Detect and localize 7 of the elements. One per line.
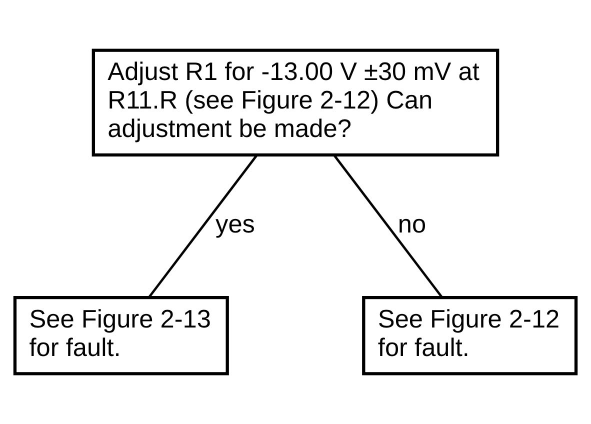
edge-label: yes bbox=[216, 210, 255, 238]
node-box: See Figure 2-12 for fault. bbox=[362, 296, 578, 376]
edge-label: no bbox=[398, 210, 426, 238]
node-box: Adjust R1 for -13.00 V ±30 mV at R11.R (see Figure 2-12) Can adjustment be made? bbox=[92, 48, 500, 157]
node-box: See Figure 2-13 for fault. bbox=[13, 296, 229, 376]
connector bbox=[148, 154, 258, 298]
connector bbox=[333, 154, 444, 298]
